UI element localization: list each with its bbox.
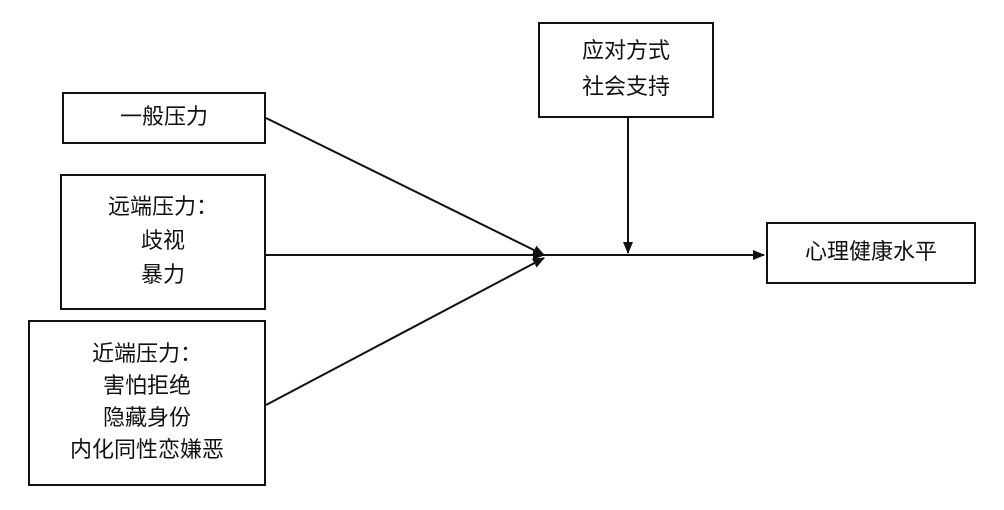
general-stress-label: 一般压力 <box>119 105 208 130</box>
distal-stress-box: 远端压力： 歧视 暴力 <box>60 174 266 310</box>
proximal-stress-title: 近端压力： <box>91 342 202 367</box>
moderator-social-support: 社会支持 <box>581 75 670 100</box>
edge-general-to-junction <box>265 117 545 256</box>
distal-stress-item-violence: 暴力 <box>140 263 185 288</box>
mental-health-box: 心理健康水平 <box>766 222 976 284</box>
proximal-stress-item-internalized: 内化同性恋嫌恶 <box>69 438 224 463</box>
distal-stress-item-discrimination: 歧视 <box>140 229 185 254</box>
moderator-coping: 应对方式 <box>581 39 670 64</box>
proximal-stress-box: 近端压力： 害怕拒绝 隐藏身份 内化同性恋嫌恶 <box>28 320 266 486</box>
mental-health-label: 心理健康水平 <box>804 240 937 265</box>
proximal-stress-item-fear-rejection: 害怕拒绝 <box>102 374 191 399</box>
edge-proximal-to-junction <box>265 257 545 406</box>
moderator-box: 应对方式 社会支持 <box>538 22 714 118</box>
general-stress-box: 一般压力 <box>62 92 266 144</box>
distal-stress-title: 远端压力： <box>107 195 218 220</box>
proximal-stress-item-concealment: 隐藏身份 <box>102 406 191 431</box>
